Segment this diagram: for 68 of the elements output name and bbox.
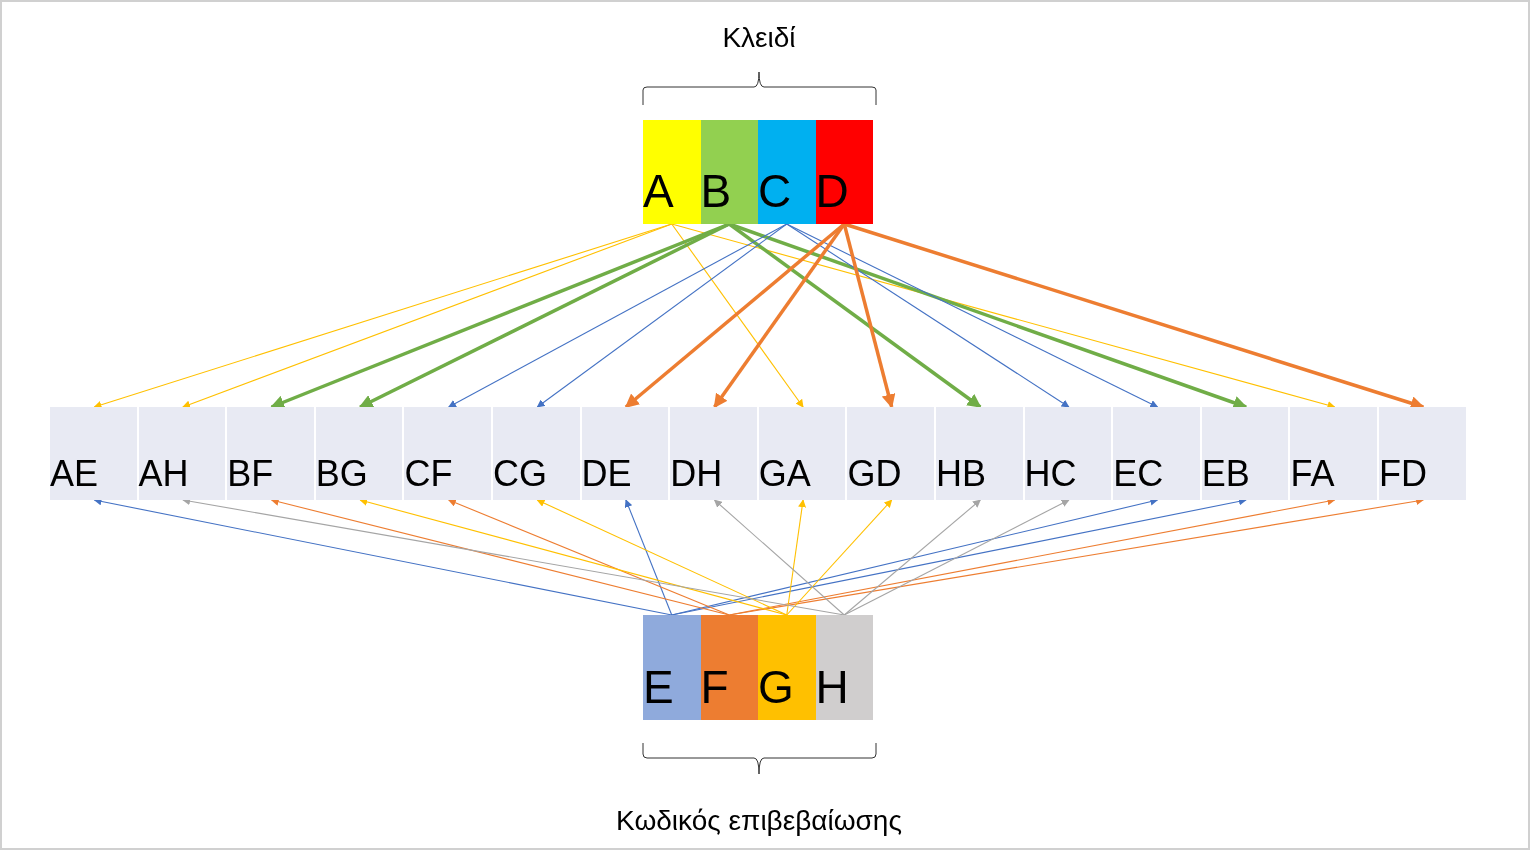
arrow	[358, 222, 731, 409]
arrow	[447, 499, 730, 616]
cell-label: DE	[581, 456, 632, 496]
bracket-caption: Κλειδί	[722, 22, 796, 54]
arrow	[728, 222, 1248, 410]
arrow	[786, 223, 1070, 408]
cell-label: BF	[227, 456, 274, 496]
arrow	[842, 223, 896, 409]
letter-block	[700, 120, 758, 224]
pair-cell	[138, 407, 228, 500]
cell-label: EC	[1113, 456, 1164, 496]
cell-label: G	[758, 664, 794, 715]
arrow	[786, 499, 893, 616]
arrow	[536, 499, 788, 616]
arrow	[671, 223, 1336, 409]
pair-cell	[1290, 407, 1379, 500]
letter-block	[758, 615, 816, 720]
cell-label: CF	[404, 456, 453, 496]
bracket-caption: Κωδικός επιβεβαίωσης	[616, 805, 902, 837]
letter-block	[643, 615, 701, 720]
cell-label: AH	[138, 456, 189, 496]
cell-label: B	[700, 168, 732, 219]
pair-cell	[1379, 407, 1468, 500]
pair-cell	[1024, 407, 1114, 500]
cell-label: HB	[936, 456, 986, 496]
letter-block	[815, 615, 873, 720]
pair-cell	[936, 407, 1025, 500]
arrow	[182, 223, 673, 409]
cell-label: HC	[1024, 456, 1077, 496]
arrow	[624, 499, 673, 616]
cell-label: FA	[1290, 456, 1335, 496]
cell-label: A	[643, 168, 674, 219]
pair-cell	[404, 407, 493, 500]
arrow	[786, 223, 1159, 408]
cell-label: GA	[758, 456, 811, 496]
cell-label: H	[815, 664, 849, 715]
pair-cell	[670, 407, 759, 500]
cell-label: CG	[493, 456, 547, 496]
arrow	[843, 222, 1425, 410]
pair-cell	[847, 407, 936, 500]
cell-label: BG	[315, 456, 368, 496]
arrow	[713, 499, 845, 616]
letter-block	[815, 120, 873, 224]
cell-label: C	[758, 168, 792, 219]
arrow	[536, 223, 788, 408]
pair-cell	[758, 407, 848, 500]
cell-label: D	[815, 168, 849, 219]
cell-label: EB	[1201, 456, 1250, 496]
cell-label: E	[643, 664, 674, 715]
cell-label: FD	[1379, 456, 1427, 496]
letter-block	[643, 120, 701, 224]
pair-cell	[227, 407, 316, 500]
arrow	[671, 223, 804, 408]
cell-label: F	[700, 664, 729, 715]
arrow	[786, 499, 807, 616]
pair-cell	[1113, 407, 1202, 500]
pair-cell	[581, 407, 671, 500]
pair-cell	[493, 407, 582, 500]
pair-cell	[315, 407, 405, 500]
pair-cell	[50, 407, 139, 500]
cell-label: DH	[670, 456, 723, 496]
arrow	[843, 499, 1070, 616]
letter-block	[700, 615, 758, 720]
arrow	[843, 499, 981, 616]
pair-cell	[1201, 407, 1291, 500]
letter-block	[758, 120, 816, 224]
cell-label: GD	[847, 456, 902, 496]
cell-label: AE	[50, 456, 99, 496]
